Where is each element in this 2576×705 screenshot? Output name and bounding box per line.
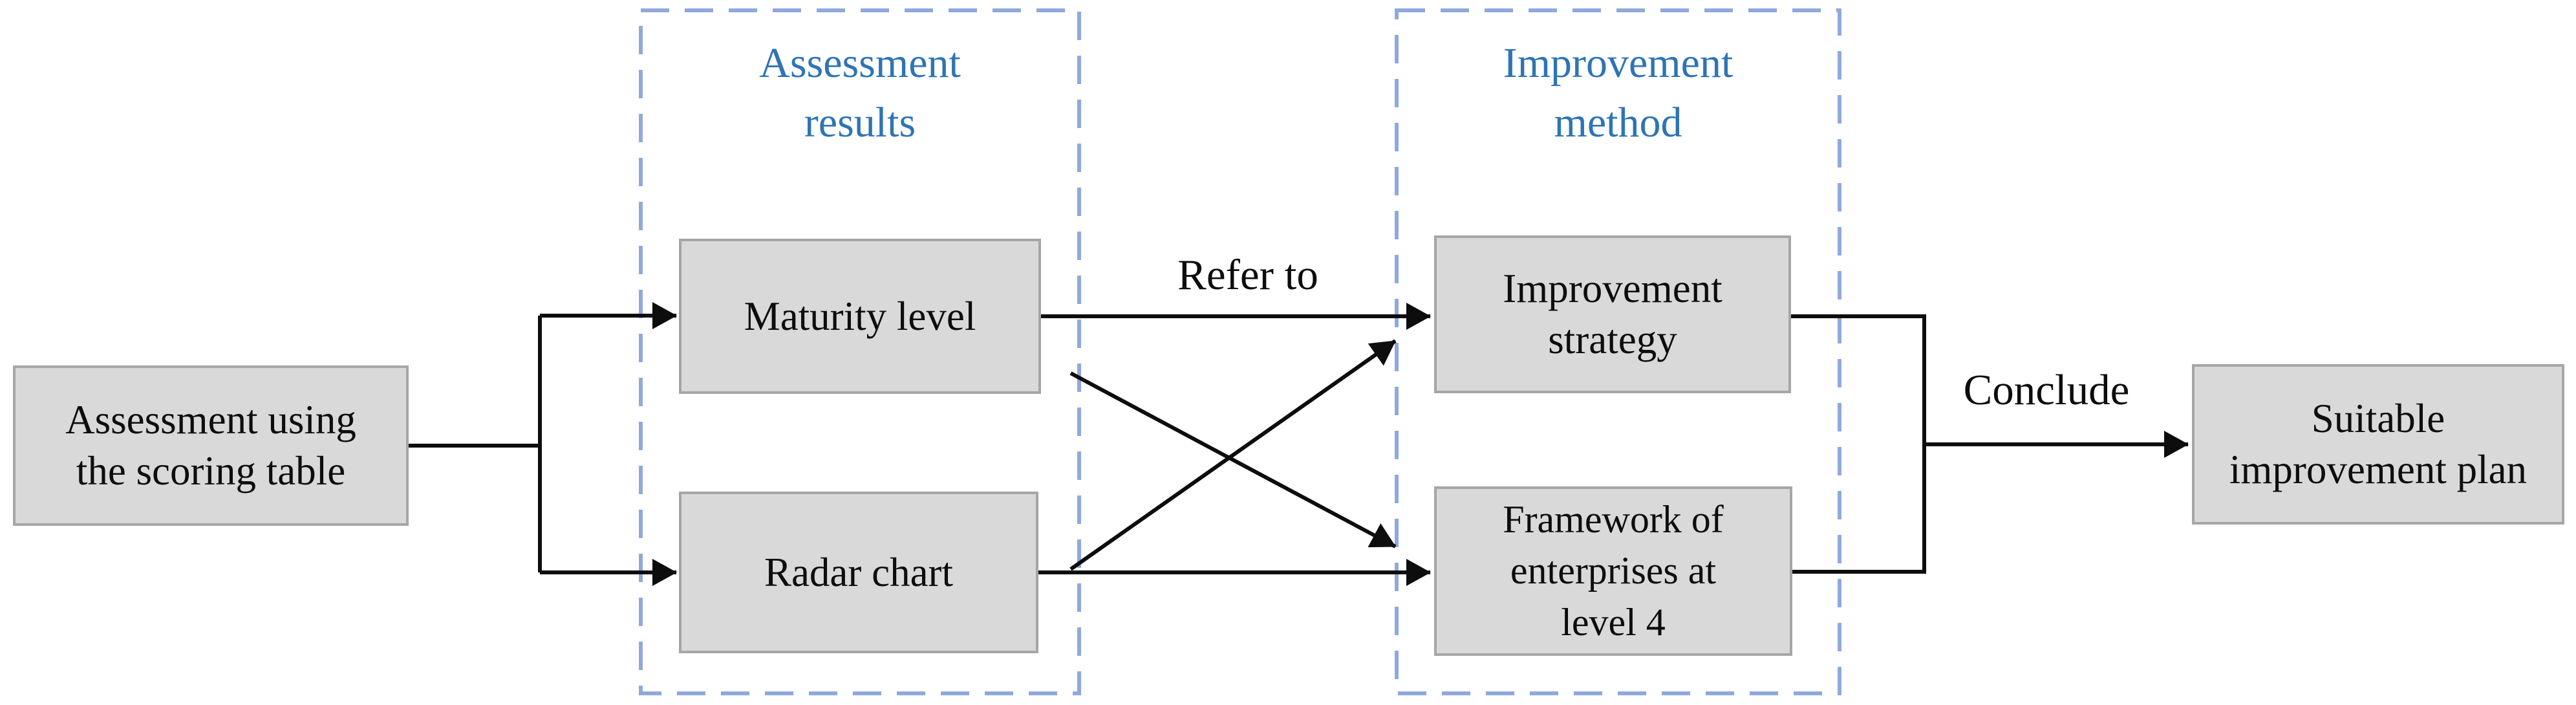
assessment-results-group-border: [639, 8, 1081, 695]
improvement-method-group-border: [1395, 8, 1841, 695]
node-framework-level4: Framework of enterprises at level 4: [1434, 486, 1792, 656]
edge-maturity-to-framework-arrow: [1069, 371, 1397, 548]
node-maturity-level: Maturity level: [679, 239, 1041, 394]
node-radar-chart: Radar chart: [679, 492, 1038, 653]
node-framework-level4-label: Framework of enterprises at level 4: [1503, 498, 1724, 644]
node-radar-chart-label: Radar chart: [764, 549, 954, 595]
edge-radar-to-strategy-arrow: [1069, 339, 1397, 571]
node-assessment-scoring-label: Assessment using the scoring table: [65, 397, 356, 494]
node-improvement-strategy: Improvement strategy: [1434, 235, 1791, 393]
node-assessment-scoring: Assessment using the scoring table: [13, 365, 409, 526]
conclude-label: Conclude: [1963, 366, 2130, 414]
improvement-method-title: Improvement method: [1503, 39, 1733, 147]
node-suitable-plan-label: Suitable improvement plan: [2229, 396, 2528, 492]
edge-merge-bracket: [1791, 314, 1926, 574]
node-suitable-plan: Suitable improvement plan: [2192, 364, 2564, 525]
node-improvement-strategy-label: Improvement strategy: [1503, 266, 1723, 362]
refer-to-label: Refer to: [1177, 251, 1318, 299]
node-maturity-level-label: Maturity level: [744, 293, 976, 339]
assessment-results-title: Assessment results: [759, 39, 961, 147]
